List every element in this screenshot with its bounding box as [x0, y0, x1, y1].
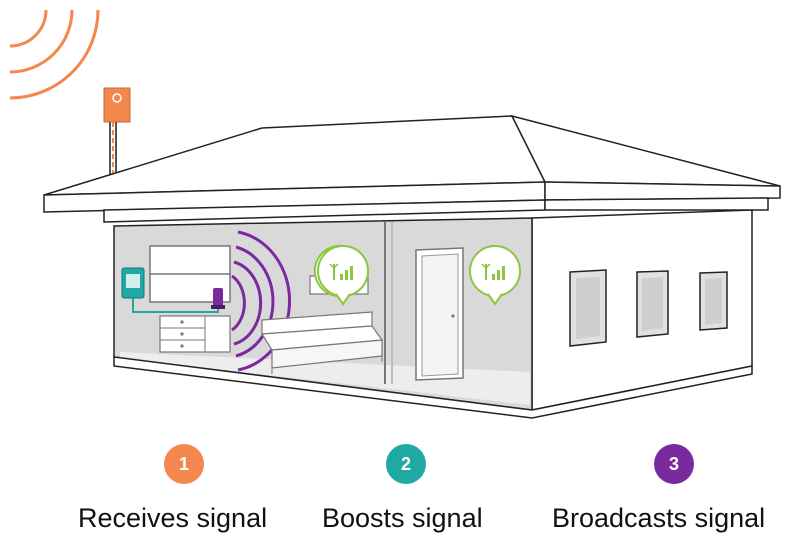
interior-door — [415, 247, 464, 381]
indoor-antenna-icon — [211, 288, 225, 309]
floor — [120, 352, 530, 405]
booster-unit-icon — [121, 267, 145, 299]
house-roof — [43, 114, 781, 223]
house-base — [113, 356, 753, 419]
step-3-label: Broadcasts signal — [552, 503, 766, 533]
step-1-label: Receives signal — [78, 503, 268, 533]
step-2-badge: 2 — [386, 444, 426, 484]
step-2-label: Boosts signal — [322, 503, 483, 533]
step-3-badge: 3 — [654, 444, 694, 484]
bed — [260, 311, 384, 374]
signal-bubble-icon — [313, 244, 369, 306]
dresser — [159, 315, 231, 353]
outdoor-antenna-icon — [103, 87, 131, 192]
broadcast-signal-waves — [231, 230, 291, 372]
bedroom-window — [149, 245, 231, 303]
exterior-windows — [569, 269, 728, 347]
outdoor-signal-waves — [9, 9, 100, 100]
signal-bubble-icon — [469, 245, 521, 306]
step-1-badge: 1 — [164, 444, 204, 484]
